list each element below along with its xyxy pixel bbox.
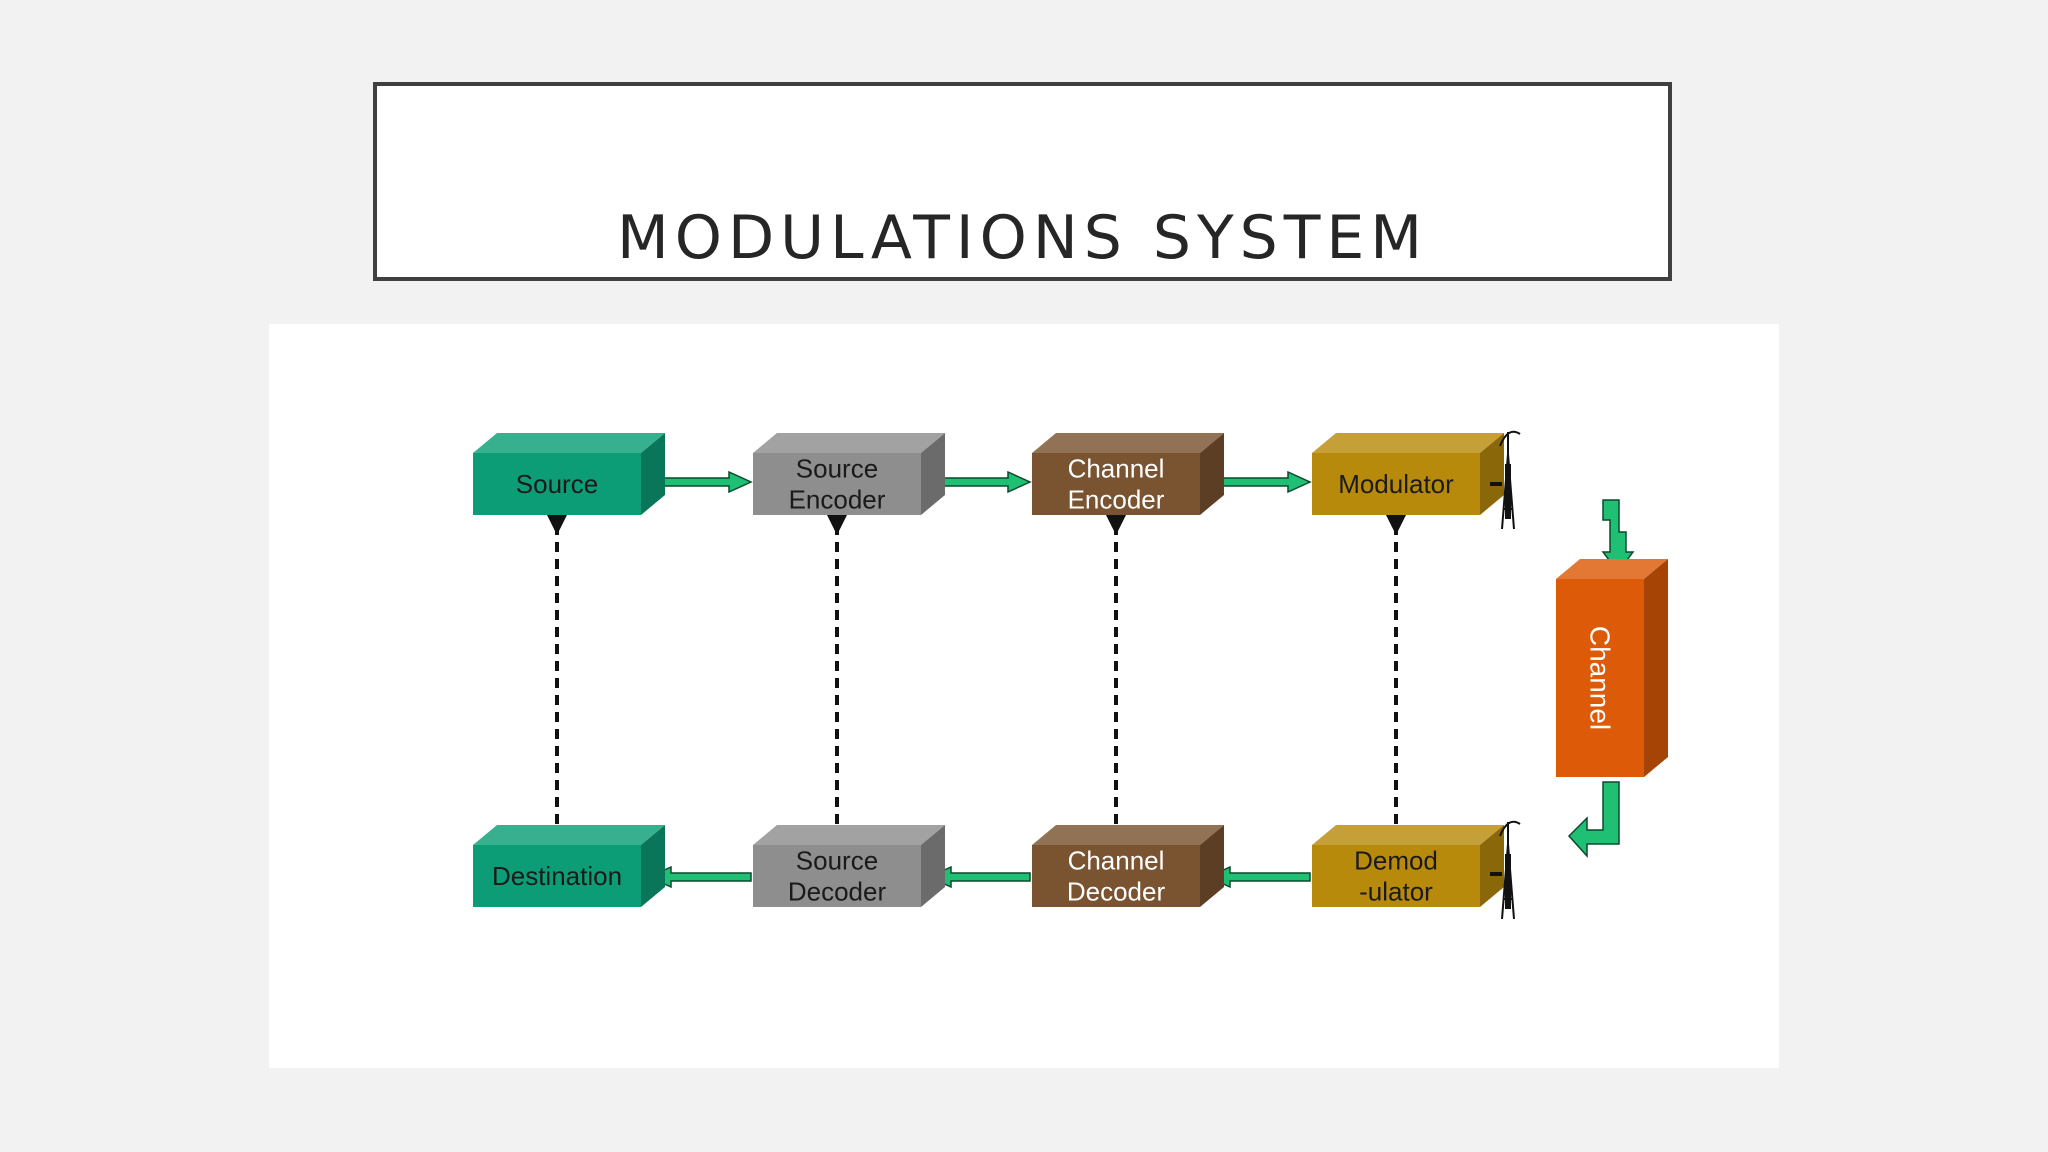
block-front-face — [1032, 453, 1200, 515]
arrow-channel-encoder-to-modulator — [1209, 470, 1312, 494]
source-block: Source — [473, 433, 665, 515]
block-top-face — [1032, 433, 1224, 453]
source-encoder-label: Source — [796, 454, 878, 484]
block-side-face — [921, 433, 945, 515]
antennas-layer — [1490, 430, 1521, 920]
block-side-face — [1200, 433, 1224, 515]
block-side-face — [921, 825, 945, 907]
modulator-label: Modulator — [1338, 469, 1454, 499]
block-top-face — [753, 825, 945, 845]
block-front-face — [1312, 453, 1480, 515]
block-top-face — [1312, 433, 1504, 453]
block-top-face — [473, 433, 665, 453]
block-top-face — [1032, 825, 1224, 845]
connectors-layer — [547, 470, 1635, 889]
demodulator-label: Demod — [1354, 846, 1438, 876]
block-side-face — [1200, 825, 1224, 907]
modulator-block: Modulator — [1312, 433, 1504, 515]
block-top-face — [753, 433, 945, 453]
receive-antenna-icon — [1490, 820, 1521, 920]
block-side-face — [641, 433, 665, 515]
demodulator-block: Demod-ulator — [1312, 825, 1504, 907]
channel-encoder-label: Encoder — [1068, 485, 1165, 515]
block-front-face — [473, 453, 641, 515]
block-front-face — [1312, 845, 1480, 907]
destination-label: Destination — [492, 861, 622, 891]
block-side-face — [1480, 433, 1504, 515]
arrow-channel-to-demodulator — [1567, 781, 1620, 858]
source-label: Source — [516, 469, 598, 499]
block-side-face — [1480, 825, 1504, 907]
destination-block: Destination — [473, 825, 665, 907]
block-front-face — [1556, 579, 1644, 777]
source-encoder-label: Encoder — [789, 485, 886, 515]
block-front-face — [753, 453, 921, 515]
source-decoder-label: Source — [796, 846, 878, 876]
block-side-face — [1644, 559, 1668, 777]
slide-title: MODULATIONS SYSTEM — [616, 203, 1429, 273]
channel-encoder-label: Channel — [1068, 454, 1165, 484]
block-top-face — [1312, 825, 1504, 845]
channel-decoder-label: Channel — [1068, 846, 1165, 876]
block-front-face — [1032, 845, 1200, 907]
source-decoder-label: Decoder — [788, 877, 887, 907]
demodulator-label: -ulator — [1359, 877, 1433, 907]
block-top-face — [1556, 559, 1668, 579]
channel-label: Channel — [1585, 626, 1616, 730]
channel-decoder-label: Decoder — [1067, 877, 1166, 907]
transmit-antenna-icon — [1490, 430, 1521, 530]
block-top-face — [473, 825, 665, 845]
diagram-canvas: SourceSourceEncoderChannelEncoderModulat… — [473, 430, 1668, 920]
arrow-source-to-source-encoder — [650, 470, 753, 494]
title-box: MODULATIONS SYSTEM — [373, 82, 1672, 281]
arrow-source-encoder-to-channel-encoder — [930, 470, 1032, 494]
channel-block: Channel — [1556, 559, 1668, 777]
blocks-layer: SourceSourceEncoderChannelEncoderModulat… — [473, 433, 1668, 907]
block-side-face — [641, 825, 665, 907]
block-front-face — [473, 845, 641, 907]
block-front-face — [753, 845, 921, 907]
